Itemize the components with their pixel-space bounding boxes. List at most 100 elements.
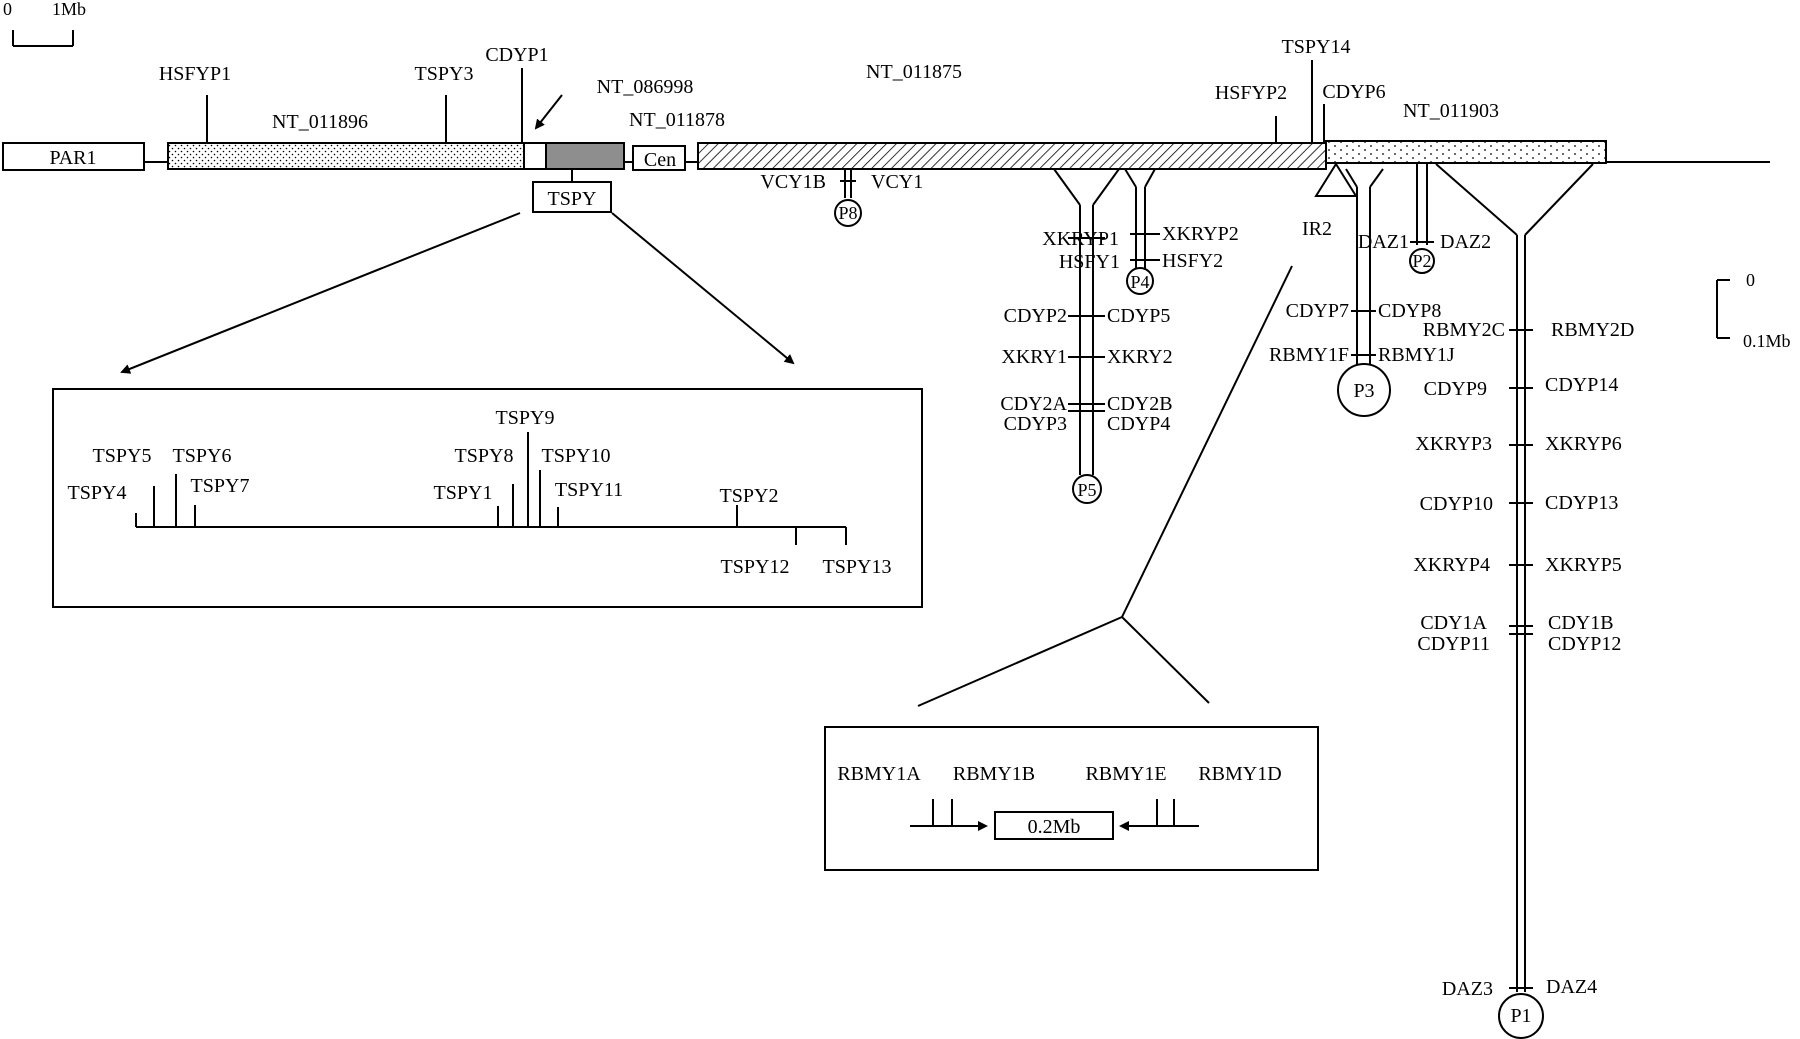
- gene-cdyp1: CDYP1: [485, 44, 548, 66]
- gene-tspy14: TSPY14: [1282, 36, 1351, 58]
- palindrome-p5: [1053, 168, 1120, 504]
- gene-cdy1a: CDY1A: [1420, 612, 1487, 634]
- label-rbmy-spacer: 0.2Mb: [1028, 816, 1081, 838]
- gene-cdy2a: CDY2A: [1000, 393, 1067, 415]
- gene-tspy2: TSPY2: [720, 485, 779, 507]
- label-p8: P8: [838, 203, 857, 223]
- tspy-box: [532, 181, 612, 213]
- gene-tspy5: TSPY5: [93, 445, 152, 467]
- label-p2: P2: [1412, 251, 1431, 271]
- gene-tspy10: TSPY10: [542, 445, 611, 467]
- palindrome-p2: [1409, 163, 1435, 274]
- gene-daz3: DAZ3: [1442, 978, 1493, 1000]
- gene-rbmy1a: RBMY1A: [837, 763, 921, 785]
- gene-cdyp5: CDYP5: [1107, 305, 1170, 327]
- gene-cdy1b: CDY1B: [1548, 612, 1614, 634]
- rbmy-inset-box: [824, 726, 1319, 871]
- gene-xkryp5: XKRYP5: [1545, 554, 1622, 576]
- palindrome-p8: [834, 169, 862, 227]
- label-p1: P1: [1510, 1005, 1531, 1027]
- scale-bar-top: [12, 30, 74, 47]
- gene-cdyp2: CDYP2: [1004, 305, 1067, 327]
- label-nt-011896: NT_011896: [272, 111, 368, 133]
- gene-cdyp3: CDYP3: [1004, 413, 1067, 435]
- gene-xkry2: XKRY2: [1107, 346, 1173, 368]
- region-nt-086998: [545, 142, 625, 170]
- gene-cdy2b: CDY2B: [1107, 393, 1173, 415]
- gene-rbmy1j: RBMY1J: [1378, 344, 1455, 366]
- gap-arrow: [534, 94, 563, 130]
- gene-hsfyp2: HSFYP2: [1215, 82, 1287, 104]
- gene-cdyp12: CDYP12: [1548, 633, 1621, 655]
- gene-tspy6: TSPY6: [173, 445, 232, 467]
- tspy-inset-box: [52, 388, 923, 608]
- gene-cdyp11: CDYP11: [1417, 633, 1490, 655]
- ir2-triangle: [1314, 162, 1358, 197]
- gene-cdyp10: CDYP10: [1420, 493, 1493, 515]
- gene-daz1: DAZ1: [1358, 231, 1409, 253]
- gene-rbmy1e: RBMY1E: [1085, 763, 1166, 785]
- gene-xkryp3: XKRYP3: [1415, 433, 1492, 455]
- gene-xkry1: XKRY1: [1001, 346, 1067, 368]
- gene-rbmy1d: RBMY1D: [1198, 763, 1281, 785]
- gene-tspy9: TSPY9: [496, 407, 555, 429]
- label-ir2: IR2: [1302, 218, 1332, 240]
- gene-tspy3: TSPY3: [415, 63, 474, 85]
- label-p5: P5: [1077, 480, 1096, 500]
- gene-daz4: DAZ4: [1546, 976, 1597, 998]
- region-centromere: [632, 145, 686, 171]
- region-nt-011896: [167, 142, 525, 170]
- gene-tspy11: TSPY11: [555, 479, 623, 501]
- gene-hsfy2: HSFY2: [1162, 250, 1223, 272]
- gene-xkryp2: XKRYP2: [1162, 223, 1239, 245]
- scale-right-zero: 0: [1746, 270, 1755, 290]
- label-p4: P4: [1130, 272, 1149, 292]
- gene-vcy1: VCY1: [871, 171, 923, 193]
- scale-top-unit: 1Mb: [52, 0, 86, 19]
- label-nt-011875: NT_011875: [866, 61, 962, 83]
- label-cen: Cen: [644, 149, 676, 171]
- region-par1: [2, 142, 145, 171]
- gene-cdyp9: CDYP9: [1424, 378, 1487, 400]
- palindrome-p4: [1124, 168, 1160, 295]
- gene-rbmy2c: RBMY2C: [1423, 319, 1505, 341]
- gene-tspy4: TSPY4: [68, 482, 127, 504]
- gene-cdyp8: CDYP8: [1378, 300, 1441, 322]
- gene-tspy7: TSPY7: [191, 475, 250, 497]
- gene-cdyp4: CDYP4: [1107, 413, 1170, 435]
- palindrome-p1: [1435, 163, 1594, 1039]
- expand-arrow-right: [611, 212, 795, 365]
- gene-cdyp6: CDYP6: [1322, 81, 1385, 103]
- gene-rbmy2d: RBMY2D: [1551, 319, 1634, 341]
- expand-arrow-left: [120, 212, 521, 374]
- gene-hsfyp1: HSFYP1: [159, 63, 231, 85]
- scale-right-unit: 0.1Mb: [1743, 331, 1791, 351]
- label-p3: P3: [1353, 380, 1374, 402]
- gene-cdyp13: CDYP13: [1545, 492, 1618, 514]
- label-par1: PAR1: [49, 147, 96, 169]
- gene-vcy1b: VCY1B: [760, 171, 826, 193]
- gene-tspy12: TSPY12: [721, 556, 790, 578]
- gene-rbmy1b: RBMY1B: [953, 763, 1035, 785]
- rbmy-spacer-box: [994, 811, 1114, 840]
- region-nt-011875: [697, 142, 1327, 170]
- gene-xkryp6: XKRYP6: [1545, 433, 1622, 455]
- gene-daz2: DAZ2: [1440, 231, 1491, 253]
- region-nt-011903: [1325, 140, 1607, 164]
- label-nt-011878: NT_011878: [629, 109, 725, 131]
- gene-tspy1: TSPY1: [434, 482, 493, 504]
- scale-bar-right: [1716, 279, 1730, 339]
- gene-xkryp4: XKRYP4: [1413, 554, 1490, 576]
- gene-cdyp14: CDYP14: [1545, 374, 1618, 396]
- gene-xkryp1: XKRYP1: [1042, 228, 1119, 250]
- gene-rbmy1f: RBMY1F: [1269, 344, 1349, 366]
- gene-hsfy1: HSFY1: [1059, 251, 1120, 273]
- palindrome-p3: [1337, 168, 1391, 417]
- ir2-expand-line: [1121, 265, 1293, 618]
- label-tspy-box: TSPY: [548, 188, 597, 210]
- label-nt-086998: NT_086998: [597, 76, 694, 98]
- label-nt-011903: NT_011903: [1403, 100, 1499, 122]
- gene-tspy13: TSPY13: [823, 556, 892, 578]
- gene-tspy8: TSPY8: [455, 445, 514, 467]
